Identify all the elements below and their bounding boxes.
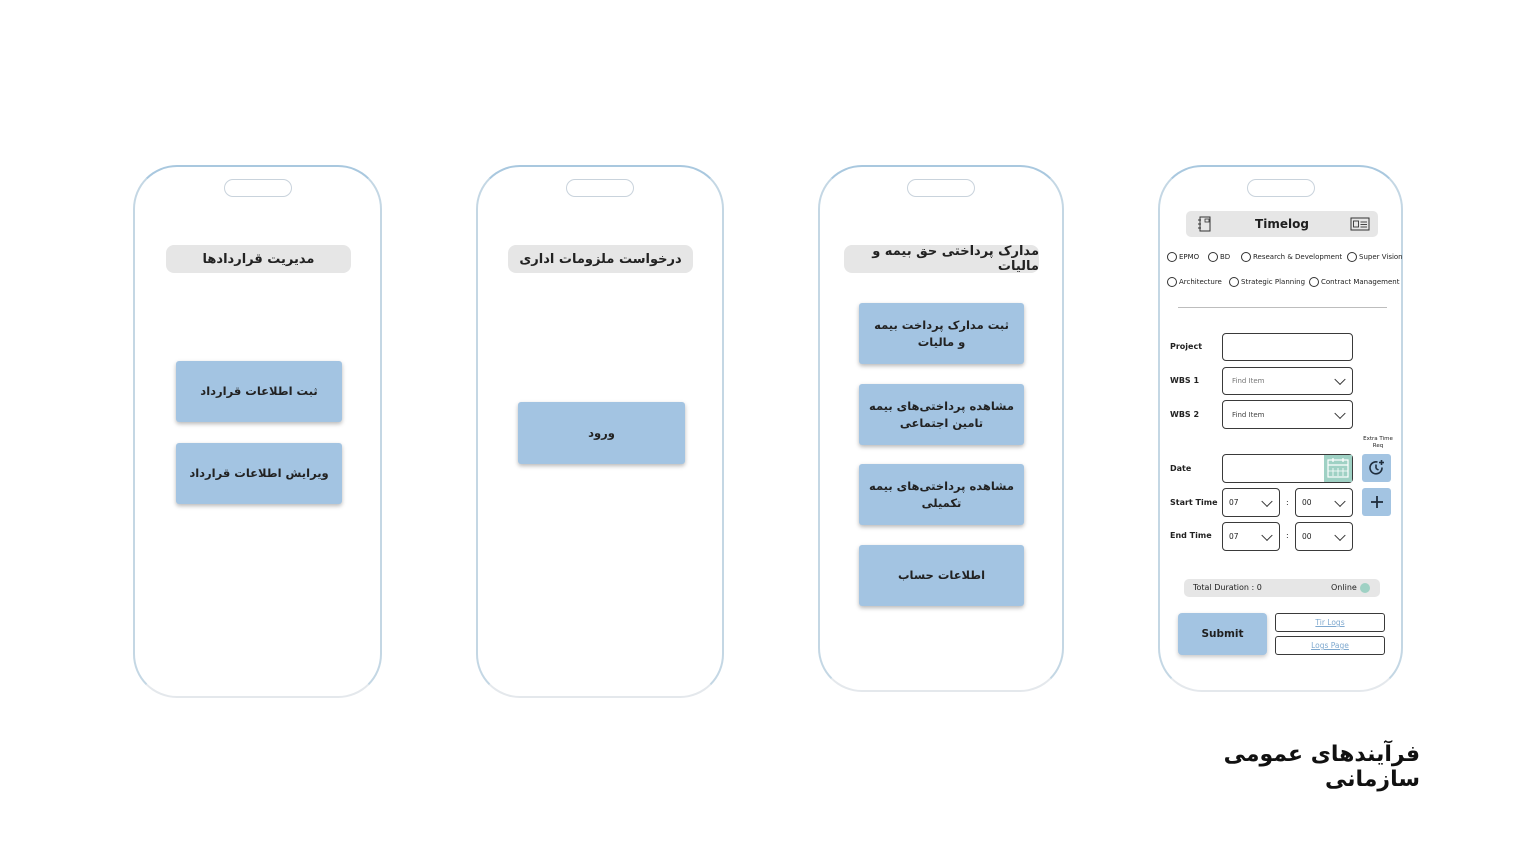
id-card-icon[interactable] [1350, 216, 1370, 232]
phone-office-supplies: درخواست ملزومات اداری ورود [476, 165, 724, 698]
end-hour-select[interactable]: 07 [1222, 522, 1280, 551]
radio-architecture[interactable]: Architecture [1167, 277, 1222, 287]
phone-notch [907, 179, 975, 197]
start-hour-value: 07 [1229, 498, 1239, 507]
radio-super-vision[interactable]: Super Vision [1347, 252, 1403, 262]
online-status-dot [1360, 583, 1370, 593]
chevron-down-icon [1334, 373, 1346, 386]
radio-circle-icon [1167, 252, 1177, 262]
date-input[interactable] [1222, 454, 1353, 483]
radio-strategic-planning[interactable]: Strategic Planning [1229, 277, 1305, 287]
chevron-down-icon [1261, 495, 1273, 507]
phone-notch [1246, 179, 1315, 197]
divider [1178, 307, 1387, 308]
project-label: Project [1170, 342, 1203, 351]
radio-bd[interactable]: BD [1208, 252, 1230, 262]
wbs2-label: WBS 2 [1170, 410, 1200, 419]
wbs2-placeholder: Find Item [1232, 410, 1265, 419]
start-minute-value: 00 [1302, 498, 1312, 507]
register-contract-button[interactable]: ثبت اطلاعات قرارداد [176, 361, 342, 422]
total-duration-bar: Total Duration : 0 Online [1184, 579, 1380, 597]
page-title: درخواست ملزومات اداری [508, 245, 693, 273]
end-hour-value: 07 [1229, 532, 1239, 541]
wbs1-placeholder: Find Item [1232, 377, 1265, 385]
social-insurance-payments-button[interactable]: مشاهده پرداختی‌های بیمه تامین اجتماعی [859, 384, 1024, 445]
page-title: مدیریت قراردادها [166, 245, 351, 273]
radio-circle-icon [1208, 252, 1218, 262]
radio-circle-icon [1241, 252, 1251, 262]
login-button[interactable]: ورود [518, 402, 685, 464]
phone-timelog: Timelog EPMO BD Research & Development S… [1158, 165, 1403, 692]
clock-plus-icon [1368, 460, 1384, 475]
end-time-label: End Time [1170, 531, 1212, 540]
add-time-button[interactable] [1362, 488, 1391, 516]
date-label: Date [1170, 464, 1192, 473]
radio-circle-icon [1229, 277, 1239, 287]
extra-time-request-button[interactable] [1362, 454, 1391, 482]
register-insurance-docs-button[interactable]: ثبت مدارک پرداخت بیمه و مالیات [859, 303, 1024, 364]
submit-button[interactable]: Submit [1178, 613, 1267, 655]
total-duration: Total Duration : 0 [1193, 583, 1262, 592]
phone-contract-management: مدیریت قراردادها ثبت اطلاعات قرارداد ویر… [133, 165, 382, 698]
edit-contract-button[interactable]: ویرایش اطلاعات قرارداد [176, 443, 342, 504]
chevron-down-icon [1261, 529, 1273, 541]
timelog-title: Timelog [1255, 217, 1309, 231]
phone-notch [566, 179, 634, 197]
radio-epmo[interactable]: EPMO [1167, 252, 1199, 262]
chevron-down-icon [1334, 529, 1346, 541]
end-minute-value: 00 [1302, 532, 1312, 541]
timelog-header: Timelog [1186, 211, 1378, 237]
notebook-icon[interactable] [1196, 216, 1214, 232]
start-time-label: Start Time [1170, 498, 1218, 507]
project-input[interactable] [1222, 333, 1353, 361]
phone-notch [223, 179, 292, 197]
page-title: مدارک پرداختی حق بیمه و مالیات [844, 244, 1039, 274]
radio-contract-management[interactable]: Contract Management [1309, 277, 1399, 287]
wbs1-label: WBS 1 [1170, 376, 1200, 385]
page-caption: فرآیندهای عمومی سازمانی [1223, 742, 1420, 792]
supplementary-insurance-payments-button[interactable]: مشاهده پرداختی‌های بیمه تکمیلی [859, 464, 1024, 525]
time-separator: : [1286, 531, 1289, 540]
radio-research-development[interactable]: Research & Development [1241, 252, 1342, 262]
time-separator: : [1286, 498, 1289, 507]
phone-insurance-documents: مدارک پرداختی حق بیمه و مالیات ثبت مدارک… [818, 165, 1064, 692]
end-minute-select[interactable]: 00 [1295, 522, 1353, 551]
wbs1-dropdown[interactable]: Find Item [1222, 367, 1353, 395]
wbs2-dropdown[interactable]: Find Item [1222, 400, 1353, 429]
chevron-down-icon [1334, 407, 1346, 419]
extra-time-label: Extra Time Req [1363, 436, 1393, 449]
online-status: Online [1331, 583, 1357, 592]
radio-circle-icon [1167, 277, 1177, 287]
radio-circle-icon [1309, 277, 1319, 287]
start-minute-select[interactable]: 00 [1295, 488, 1353, 517]
start-hour-select[interactable]: 07 [1222, 488, 1280, 517]
chevron-down-icon [1334, 495, 1346, 507]
account-info-button[interactable]: اطلاعات حساب [859, 545, 1024, 606]
calendar-icon[interactable] [1324, 455, 1352, 482]
plus-icon [1370, 496, 1383, 508]
logs-page-link[interactable]: Logs Page [1275, 636, 1385, 655]
tir-logs-link[interactable]: Tir Logs [1275, 613, 1385, 632]
radio-circle-icon [1347, 252, 1357, 262]
